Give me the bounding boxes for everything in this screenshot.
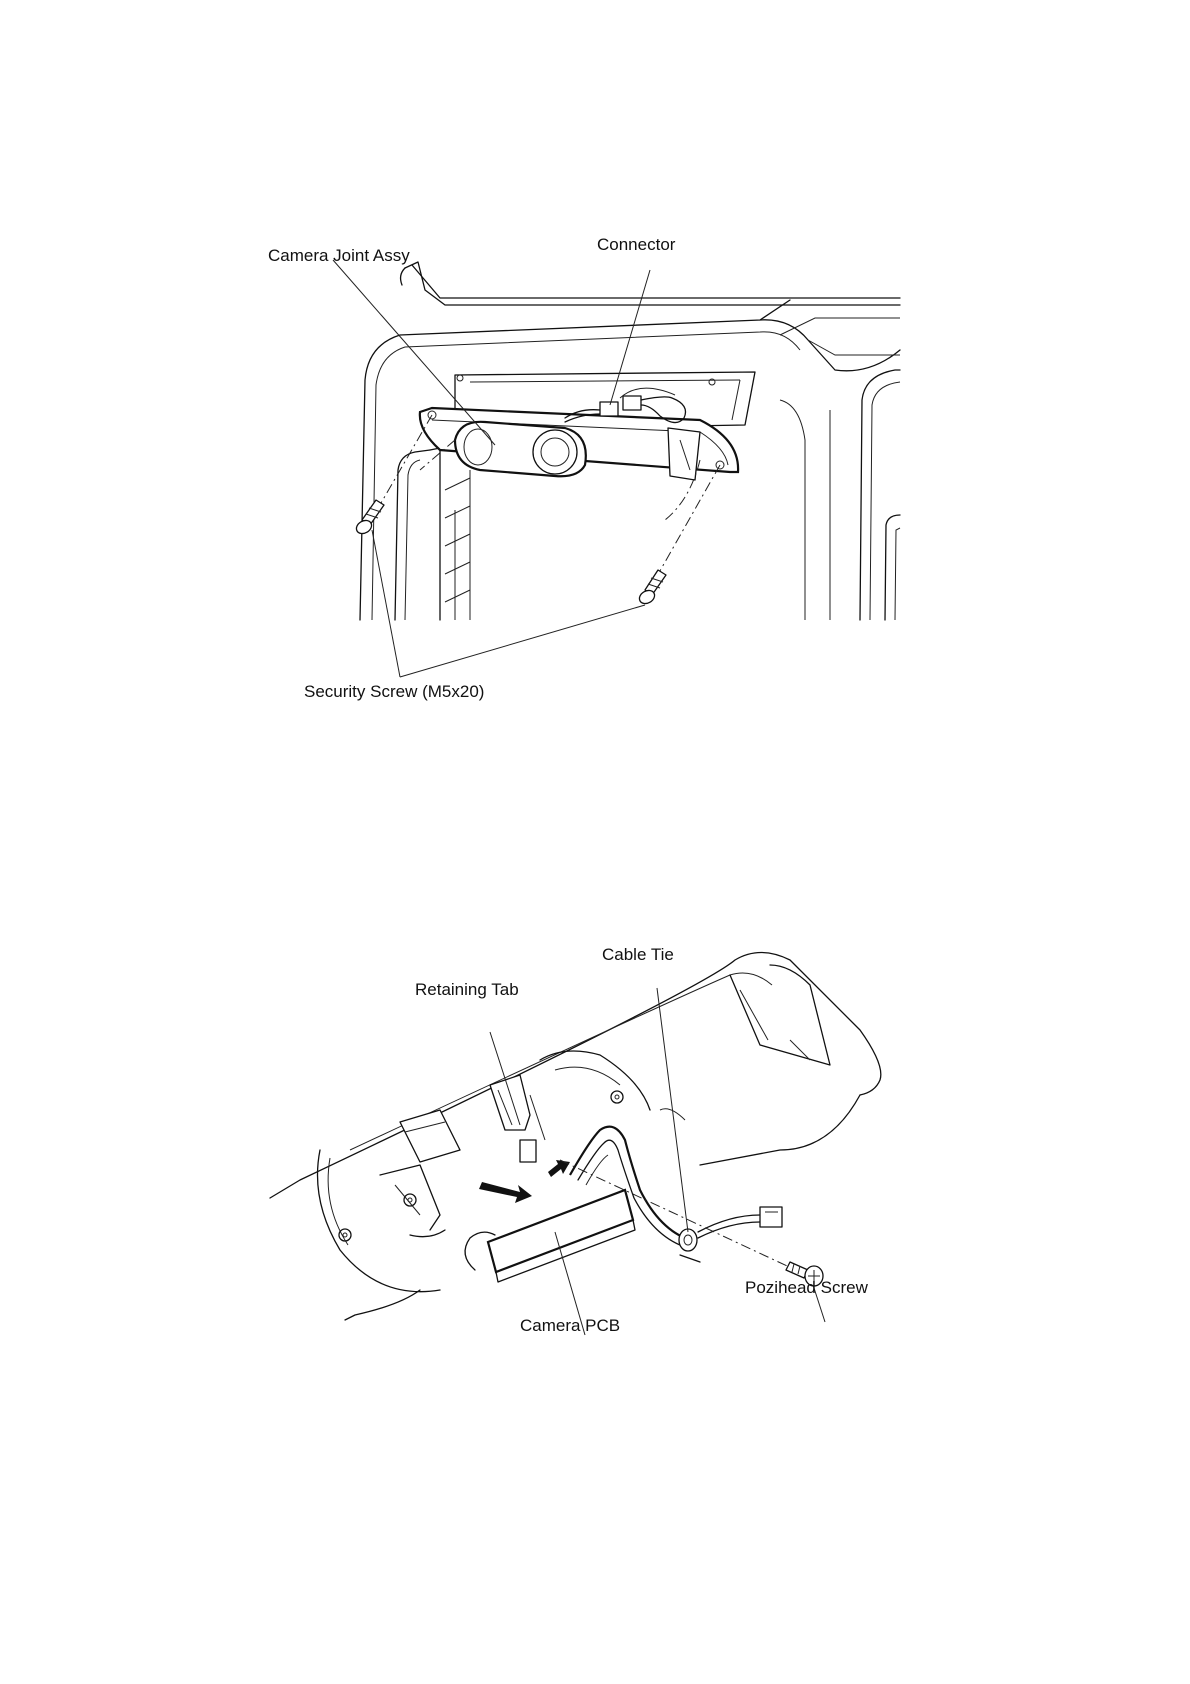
label-security-screw: Security Screw (M5x20): [304, 682, 484, 702]
security-screw-right-icon: [637, 570, 666, 606]
security-screw-left-icon: [354, 500, 384, 536]
label-cable-tie: Cable Tie: [602, 945, 674, 965]
label-retaining-tab: Retaining Tab: [415, 980, 519, 1000]
label-pozihead-screw: Pozihead Screw: [745, 1278, 868, 1298]
camera-pcb-drawing: [0, 900, 1190, 1350]
label-camera-pcb: Camera PCB: [520, 1316, 620, 1336]
label-camera-joint-assy: Camera Joint Assy: [268, 246, 410, 266]
camera-joint-assembly-drawing: [0, 0, 1190, 700]
label-connector: Connector: [597, 235, 675, 255]
